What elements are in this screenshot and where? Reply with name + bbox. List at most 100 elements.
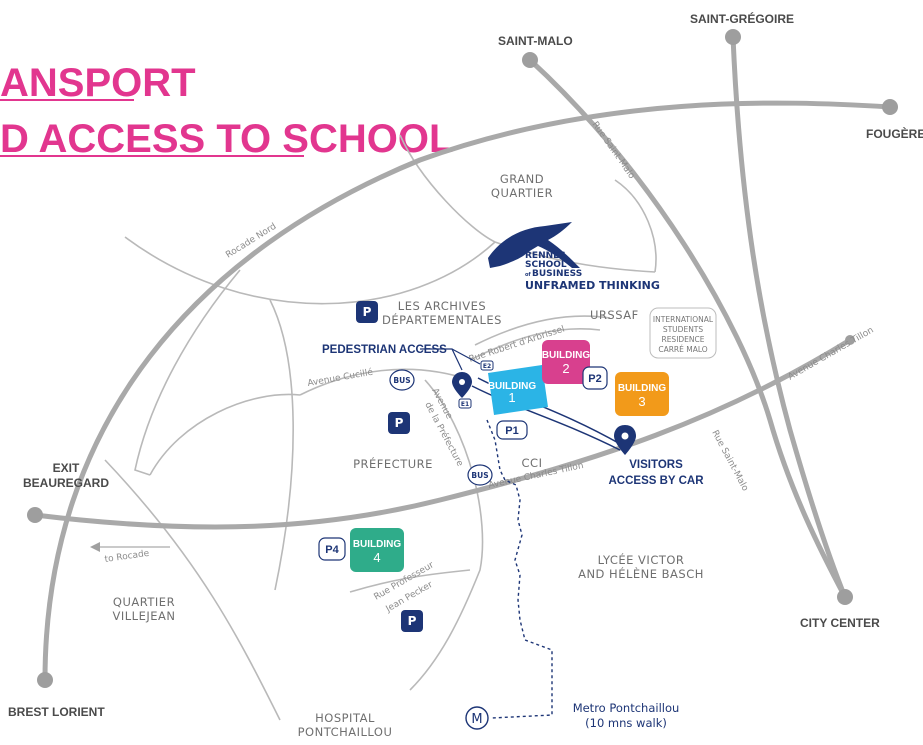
area-hospital-1: HOSPITAL [315,711,375,725]
area-archives-1: LES ARCHIVES [398,299,486,313]
city-saint-gregoire: SAINT-GRÉGOIRE [690,11,794,26]
metro-pontchaillou: M Metro Pontchaillou (10 mns walk) [465,701,680,730]
bus-stop-cucille-icon [389,369,415,391]
parking-prefecture-label: P [395,416,404,430]
pedestrian-access-pointer [420,348,481,371]
visitors-access: VISITORS ACCESS BY CAR [609,425,705,487]
road-east-link [614,179,657,273]
label-rue-saint-malo-2: Rue Saint-Malo [709,429,750,494]
road-saint-gregoire [730,34,848,600]
parking-prefecture-icon [388,412,410,434]
area-lycee-1: LYCÉE VICTOR [598,552,685,567]
building-4-number: 4 [373,550,380,565]
bus-stop-cucille-label: BUS [393,376,410,385]
pedestrian-access: PEDESTRIAN ACCESS [322,344,481,398]
label-rue-saint-malo: Rue Saint-Malo [590,120,637,181]
building-4-label: BUILDING [353,539,402,550]
area-hospital-2: PONTCHAILLOU [298,725,393,739]
residence-frame [649,307,717,359]
parking-p4-icon [318,537,346,561]
building-4: BUILDING 4 [350,528,404,572]
endpoint-exit-beauregard [27,507,43,523]
building-2-label: BUILDING [542,350,591,361]
building-1-number: 1 [508,390,515,405]
city-fougeres: FOUGÈRES [866,126,923,141]
residence-line-1: INTERNATIONAL [653,315,714,324]
to-rocade-arrow-head [90,542,100,552]
road-prefecture [409,379,484,691]
parking-hospital-label: P [408,614,417,628]
endpoint-brest-lorient [37,672,53,688]
metro-line-2: (10 mns walk) [585,716,667,730]
road-west-curve [149,393,301,476]
area-quartier: QUARTIER [491,186,553,200]
visitor-route-2 [471,385,621,451]
city-saint-malo: SAINT-MALO [498,34,573,48]
area-prefecture: PRÉFECTURE [353,456,433,471]
area-urssaf: URSSAF [590,308,639,322]
label-to-rocade: to Rocade [104,549,150,565]
visitors-line-2: ACCESS BY CAR [609,475,705,487]
parking-archives-icon [356,301,378,323]
road-west-arc [134,269,241,476]
metro-line-1: Metro Pontchaillou [573,701,680,715]
area-archives-2: DÉPARTEMENTALES [382,312,502,327]
road-saint-malo [527,57,848,600]
parking-p1-label: P1 [505,425,518,437]
area-lycee-2: AND HÉLÈNE BASCH [578,566,704,581]
building-3-number: 3 [638,394,645,409]
parking-markers: P P P P2 P1 P4 [318,301,608,632]
residence-line-4: CARRÉ MALO [658,345,707,354]
city-endpoints [27,29,898,688]
city-brest-lorient: BREST LORIENT [8,705,105,719]
area-villejean-2: VILLEJEAN [113,609,176,623]
road-professeur [349,569,471,593]
map-title: ANSPORT D ACCESS TO SCHOOL [0,61,453,161]
building-3-shape [615,372,669,416]
major-roads [32,34,893,683]
entrance-e1-label: E1 [461,401,469,408]
logo-of: of [525,272,531,278]
endpoint-saint-gregoire [725,29,741,45]
city-exit: EXIT [53,461,80,475]
road-north-loop [124,236,496,305]
road-west-inner [269,299,294,591]
area-villejean-1: QUARTIER [113,595,175,609]
building-2: BUILDING 2 [542,340,591,384]
road-grand-quartier [399,134,656,273]
entrance-e2-icon [480,360,494,371]
area-labels: GRAND QUARTIER LES ARCHIVES DÉPARTEMENTA… [113,172,704,739]
building-2-shape [542,340,590,384]
title-line-1: ANSPORT [0,61,196,105]
endpoint-charles-tillon [845,335,855,345]
parking-p2-icon [582,366,608,390]
building-1-label: BUILDING [488,381,537,392]
city-center: CITY CENTER [800,616,880,630]
metro-walk-route [486,419,553,719]
building-3: BUILDING 3 [615,372,669,416]
building-3-label: BUILDING [618,383,667,394]
entrances: E2 E1 [458,360,494,409]
label-avenue-cucille: Avenue Cucillé [307,367,375,389]
metro-icon [465,706,489,730]
road-rocade-nord [42,100,893,683]
building-1-shape [488,365,548,415]
pedestrian-access-label: PEDESTRIAN ACCESS [322,344,447,356]
road-robert [469,327,601,361]
area-cci: CCI [522,456,543,470]
building-4-shape [350,528,404,572]
label-avenue-charles-tillon-2: Avenue Charles Tillon [787,325,876,382]
parking-hospital-icon [401,610,423,632]
building-2-number: 2 [562,361,569,376]
area-grand: GRAND [500,172,544,186]
rennes-school-logo: RENNES SCHOOL of BUSINESS UNFRAMED THINK… [488,222,660,292]
road-villejean [104,459,281,721]
panther-icon [488,222,580,268]
logo-line-1: RENNES [525,251,566,261]
logo-line-3: BUSINESS [532,269,582,279]
metro-symbol: M [471,712,482,727]
building-1: BUILDING 1 [488,365,548,415]
logo-line-2: SCHOOL [525,260,567,270]
